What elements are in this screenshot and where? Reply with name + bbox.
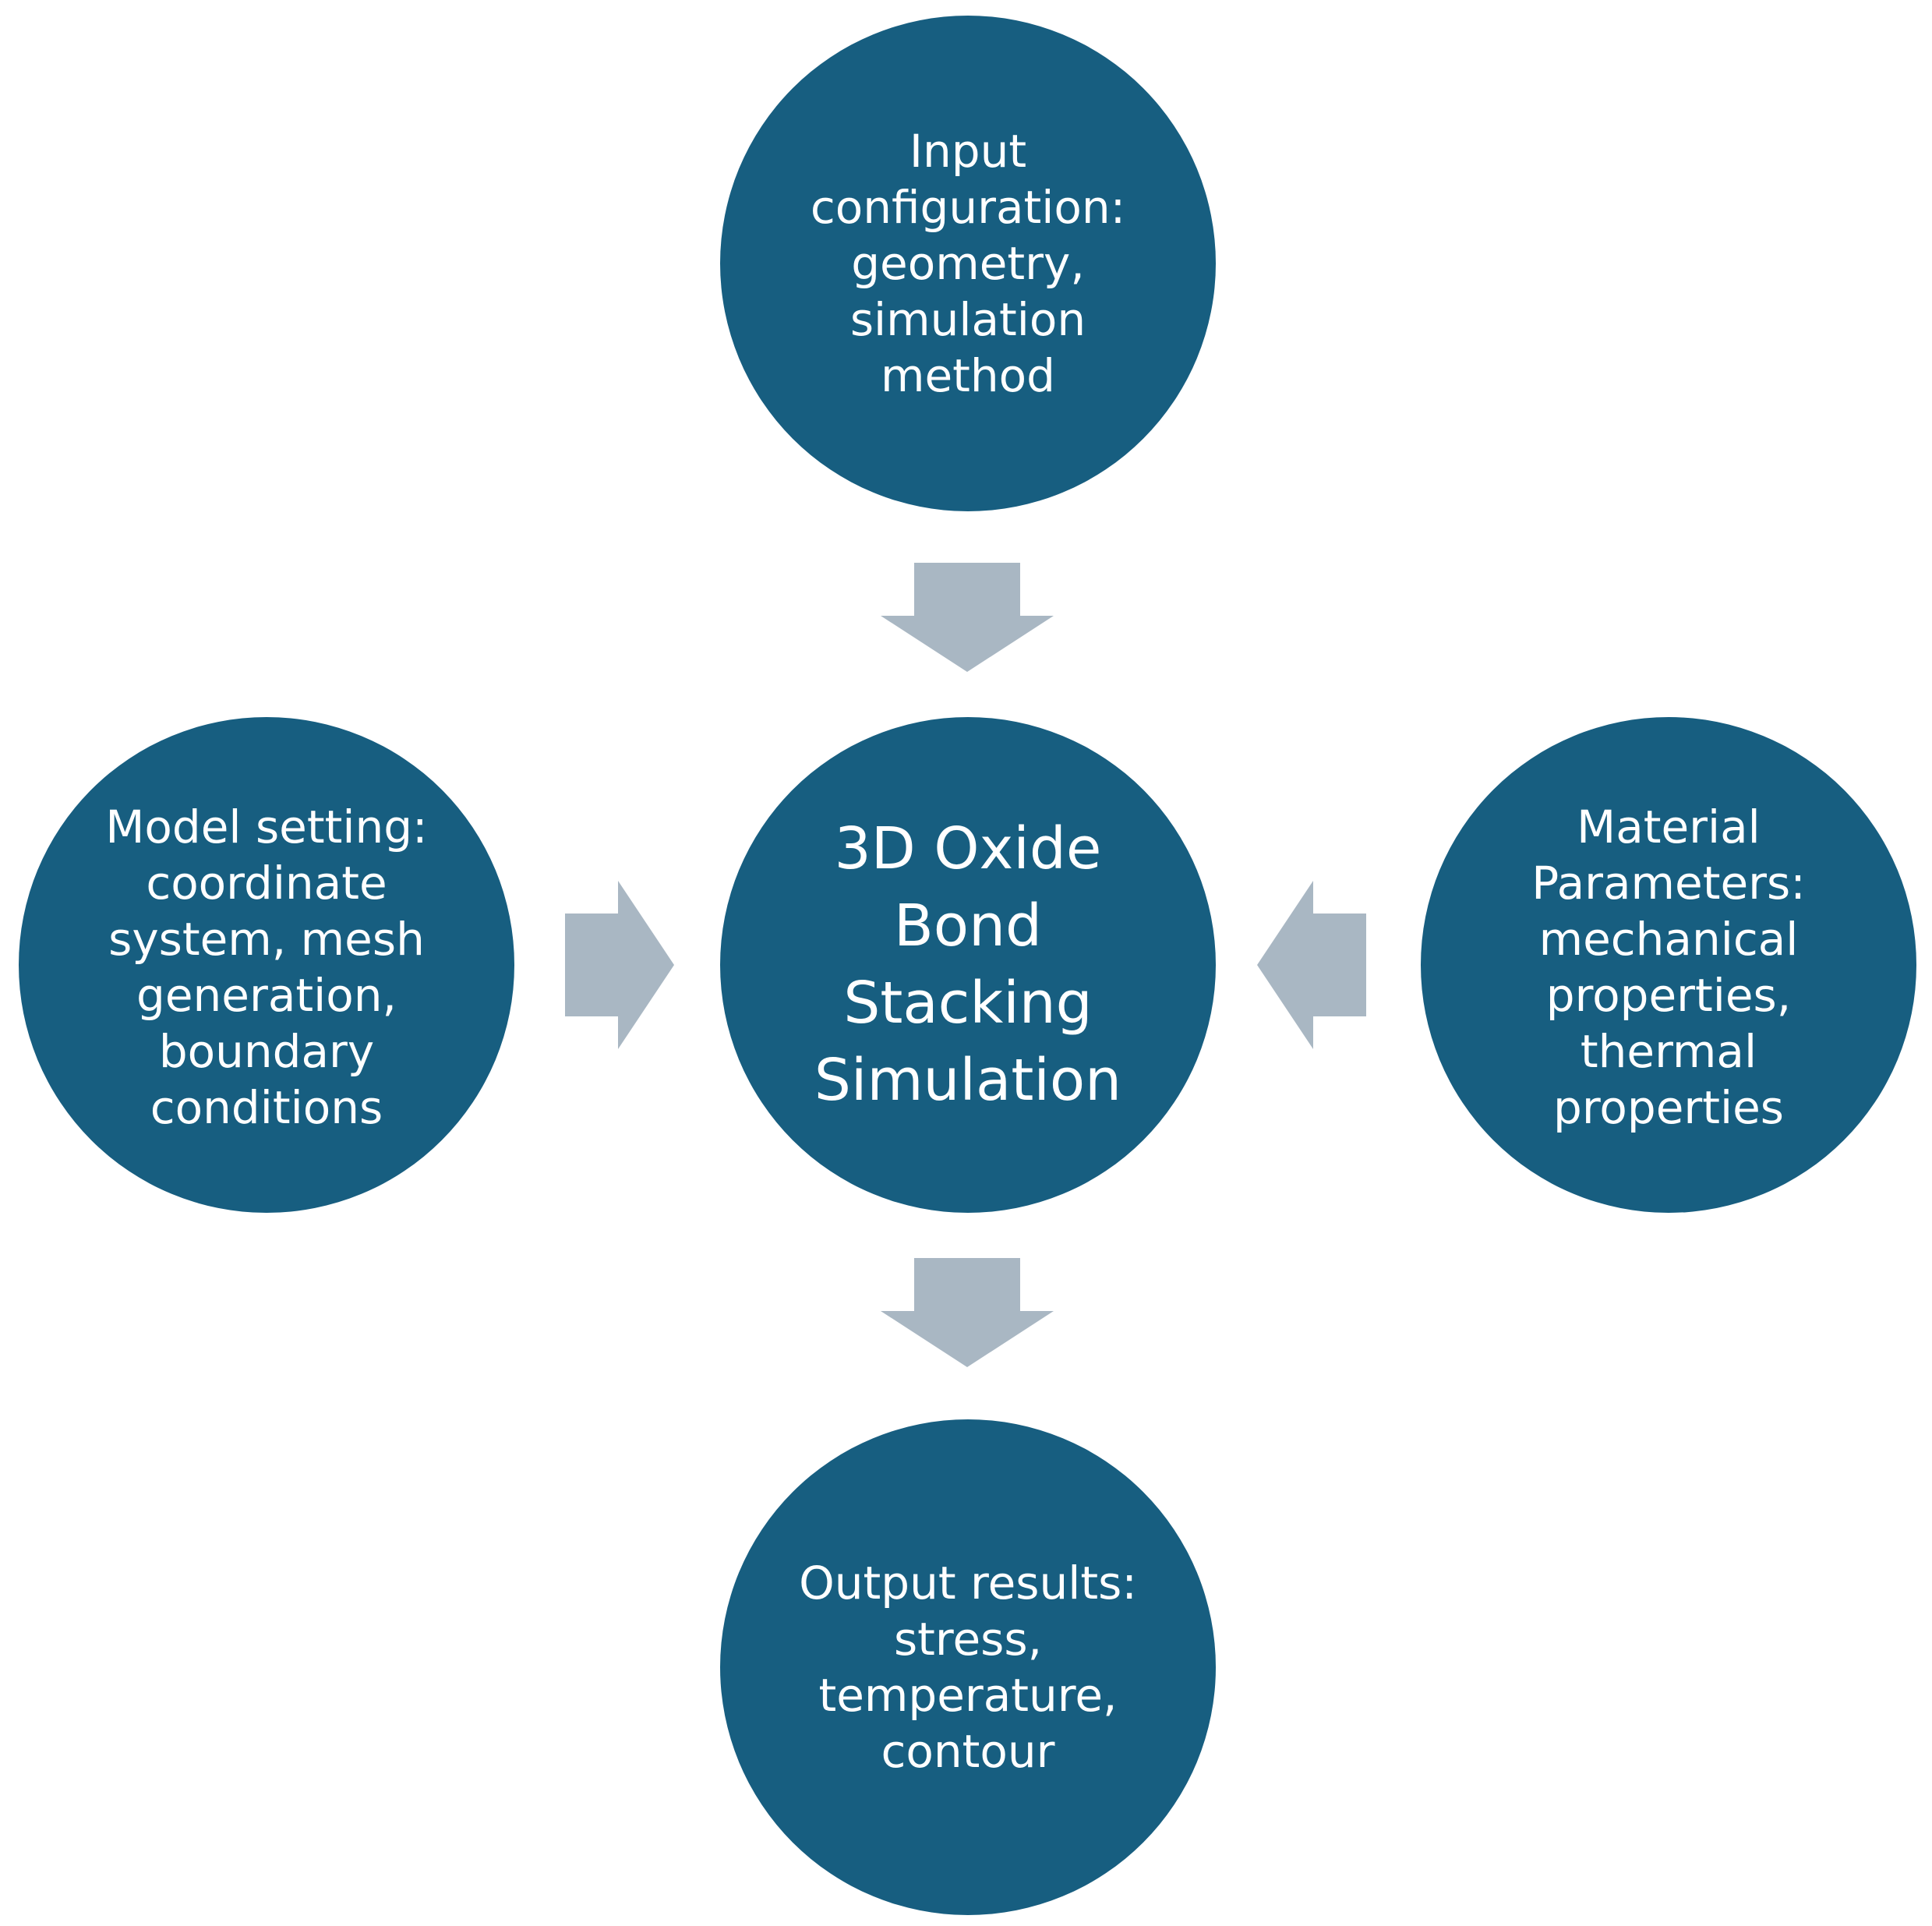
node-text-line: 3D Oxide xyxy=(834,815,1102,882)
model-setting-node: Model setting: coordinate system, mesh g… xyxy=(19,717,514,1213)
node-text-line: Stacking xyxy=(843,970,1093,1037)
arrow-left-to-center-shape xyxy=(565,881,674,1049)
arrow-right-icon xyxy=(565,881,674,1049)
node-text-line: system, mesh xyxy=(108,913,425,966)
simulation-center-label: 3D Oxide Bond Stacking Simulation xyxy=(814,811,1121,1119)
arrow-center-to-bottom-shape xyxy=(881,1258,1054,1367)
arrow-left-icon xyxy=(1257,881,1366,1049)
node-text-line: method xyxy=(881,349,1055,402)
node-text-line: thermal xyxy=(1580,1025,1757,1078)
node-text-line: temperature, xyxy=(818,1669,1118,1722)
material-parameters-node: Material Parameters: mechanical properti… xyxy=(1421,717,1916,1213)
node-text-line: configuration: xyxy=(810,181,1126,234)
simulation-center-node: 3D Oxide Bond Stacking Simulation xyxy=(720,717,1216,1213)
arrow-down-icon xyxy=(881,563,1054,672)
node-text-line: Bond xyxy=(894,892,1042,959)
node-text-line: Output results: xyxy=(799,1557,1137,1610)
output-results-node: Output results: stress, temperature, con… xyxy=(720,1419,1216,1915)
node-text-line: Simulation xyxy=(814,1047,1122,1114)
output-results-label: Output results: stress, temperature, con… xyxy=(799,1555,1137,1779)
node-text-line: generation, xyxy=(136,969,397,1022)
material-parameters-label: Material Parameters: mechanical properti… xyxy=(1531,799,1806,1136)
node-text-line: properties, xyxy=(1545,969,1792,1022)
arrow-down-icon xyxy=(881,1258,1054,1367)
node-text-line: coordinate xyxy=(146,857,387,910)
node-text-line: Input xyxy=(909,125,1027,178)
input-configuration-label: Input configuration: geometry, simulatio… xyxy=(811,123,1125,404)
node-text-line: boundary xyxy=(158,1025,375,1078)
node-text-line: properties xyxy=(1553,1081,1784,1134)
node-text-line: geometry, xyxy=(851,237,1085,290)
node-text-line: Parameters: xyxy=(1531,857,1806,910)
arrow-right-to-center-shape xyxy=(1257,881,1366,1049)
input-configuration-node: Input configuration: geometry, simulatio… xyxy=(720,16,1216,511)
node-text-line: Model setting: xyxy=(105,800,428,853)
node-text-line: contour xyxy=(881,1725,1055,1778)
model-setting-label: Model setting: coordinate system, mesh g… xyxy=(105,799,427,1136)
node-text-line: mechanical xyxy=(1538,913,1799,966)
node-text-line: conditions xyxy=(150,1081,383,1134)
node-text-line: Material xyxy=(1577,800,1761,853)
node-text-line: stress, xyxy=(893,1613,1043,1666)
node-text-line: simulation xyxy=(849,293,1086,346)
arrow-top-to-center-shape xyxy=(881,563,1054,672)
